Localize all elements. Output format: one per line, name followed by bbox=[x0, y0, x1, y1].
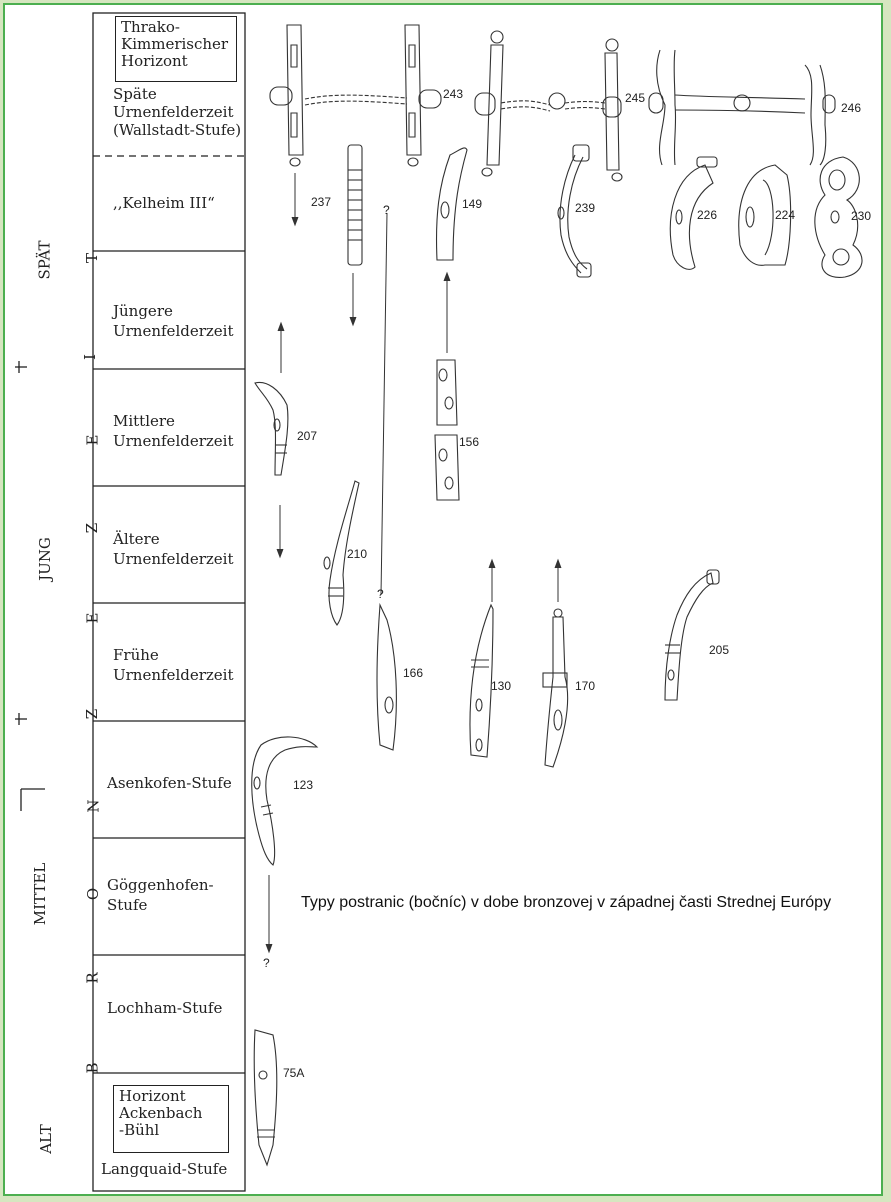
period-label-alt: ALT bbox=[37, 1124, 55, 1154]
zeit-letter: T bbox=[83, 253, 101, 263]
artifact-label-156: 156 bbox=[459, 435, 479, 449]
period-label-mittel: MITTEL bbox=[31, 863, 49, 925]
diagram-drawing bbox=[5, 5, 885, 1198]
zeit-letter: B bbox=[84, 1062, 102, 1073]
stage-goeggenhofen: Göggenhofen- Stufe bbox=[107, 875, 255, 916]
zeit-letter: O bbox=[84, 888, 102, 900]
artifact-170-drawing bbox=[543, 609, 568, 767]
period-label-spat: SPÄT bbox=[36, 240, 54, 279]
zeit-letter: E bbox=[83, 435, 101, 446]
stage-aeltere-urnenfelderzeit: Ältere Urnenfelderzeit bbox=[113, 529, 261, 570]
stage-lochham: Lochham-Stufe bbox=[107, 998, 255, 1018]
stage-horizont-ackenbach-buehl: Horizont Ackenbach -Bühl bbox=[113, 1085, 229, 1153]
question-mark: ? bbox=[377, 587, 384, 601]
artifact-label-123: 123 bbox=[293, 778, 313, 792]
artifact-label-205: 205 bbox=[709, 643, 729, 657]
artifact-166-drawing bbox=[377, 605, 396, 750]
artifact-label-230: 230 bbox=[851, 209, 871, 223]
artifact-205-drawing bbox=[665, 570, 719, 700]
artifact-label-130: 130 bbox=[491, 679, 511, 693]
artifact-label-75A: 75A bbox=[283, 1066, 304, 1080]
artifact-label-246: 246 bbox=[841, 101, 861, 115]
artifact-label-207: 207 bbox=[297, 429, 317, 443]
artifact-label-243: 243 bbox=[443, 87, 463, 101]
artifact-75A-drawing bbox=[254, 1030, 277, 1165]
artifact-label-166: 166 bbox=[403, 666, 423, 680]
artifact-label-226: 226 bbox=[697, 208, 717, 222]
artifact-246-drawing bbox=[649, 50, 835, 165]
stage-asenkofen: Asenkofen-Stufe bbox=[107, 773, 255, 793]
zeit-letter: Z bbox=[83, 709, 101, 719]
stage-kelheim-iii: ,,Kelheim III“ bbox=[113, 193, 261, 213]
artifact-237-drawing bbox=[348, 145, 362, 265]
artifact-156-drawing bbox=[435, 360, 459, 500]
figure-frame: SPÄT JUNG MITTEL ALT T I E Z E Z N O R B… bbox=[3, 3, 883, 1196]
figure-caption: Typy postranic (bočníc) v dobe bronzovej… bbox=[301, 894, 831, 912]
stage-mittlere-urnenfelderzeit: Mittlere Urnenfelderzeit bbox=[113, 411, 261, 452]
zeit-letter: I bbox=[81, 354, 99, 360]
artifact-label-237: 237 bbox=[311, 195, 331, 209]
artifact-label-245: 245 bbox=[625, 91, 645, 105]
artifact-label-170: 170 bbox=[575, 679, 595, 693]
artifact-label-239: 239 bbox=[575, 201, 595, 215]
continuity-arrows bbox=[266, 173, 561, 952]
artifact-245-drawing bbox=[475, 31, 622, 181]
artifact-label-210: 210 bbox=[347, 547, 367, 561]
artifact-123-drawing bbox=[252, 737, 317, 865]
artifact-label-224: 224 bbox=[775, 208, 795, 222]
question-mark: ? bbox=[383, 203, 390, 217]
artifact-drawings bbox=[252, 25, 862, 1165]
artifact-label-149: 149 bbox=[462, 197, 482, 211]
stage-langquaid: Langquaid-Stufe bbox=[101, 1159, 249, 1179]
artifact-130-drawing bbox=[470, 605, 493, 757]
stage-juengere-urnenfelderzeit: Jüngere Urnenfelderzeit bbox=[113, 301, 261, 342]
period-label-jung: JUNG bbox=[36, 537, 54, 581]
zeit-letter: N bbox=[85, 799, 103, 812]
zeit-letter: E bbox=[83, 613, 101, 624]
stage-fruehe-urnenfelderzeit: Frühe Urnenfelderzeit bbox=[113, 645, 261, 686]
zeit-letter: R bbox=[84, 972, 102, 983]
question-mark: ? bbox=[263, 956, 270, 970]
zeit-letter: Z bbox=[83, 523, 101, 533]
stage-thrako-kimmerisch: Thrako- Kimmerischer Horizont bbox=[115, 16, 237, 82]
stage-spaete-urnenfelderzeit: Späte Urnenfelderzeit (Wallstadt-Stufe) bbox=[113, 85, 261, 139]
